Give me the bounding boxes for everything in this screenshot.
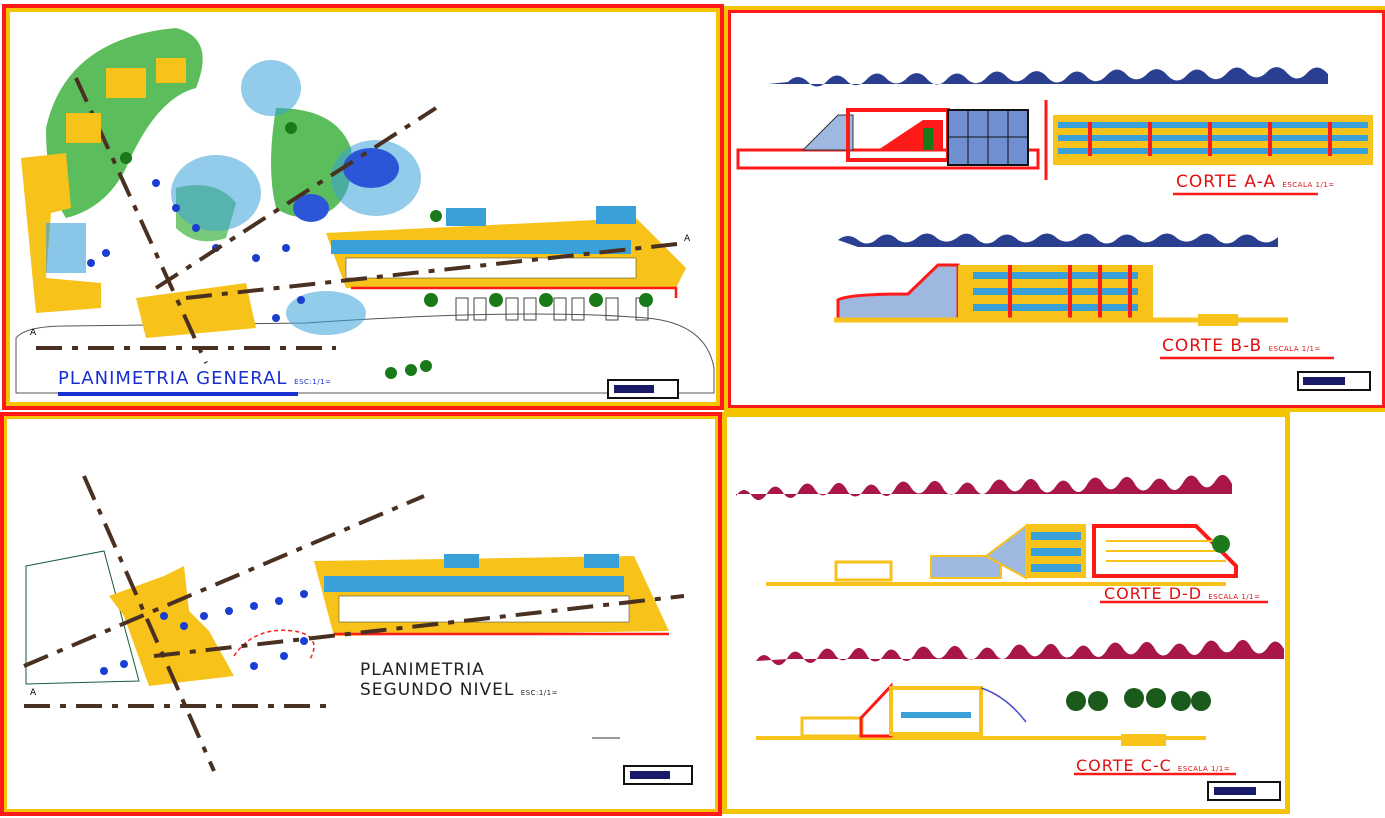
plan-second-title-line2-wrap: SEGUNDO NIVEL ESC:1/1= <box>360 680 558 703</box>
section-dd-title: CORTE D-D ESCALA 1/1= <box>1104 584 1260 603</box>
sheet-sections-ab: CORTE A-A ESCALA 1/1= CORTE B-B ESCALA 1… <box>724 6 1385 412</box>
plan-general-title-text: PLANIMETRIA GENERAL <box>58 368 288 389</box>
plan-second-drawing <box>23 475 693 785</box>
section-aa-title-text: CORTE A-A <box>1176 172 1277 192</box>
sheet-plan-general: PLANIMETRIA GENERAL ESC:1/1= A A <box>2 4 724 410</box>
section-dd-title-text: CORTE D-D <box>1104 584 1203 603</box>
plan-general-marker-a: A <box>30 328 38 338</box>
plan-general-scale: ESC:1/1= <box>294 378 332 386</box>
plan-second-marker-a: A <box>30 688 38 698</box>
plan-general-drawing <box>15 28 715 399</box>
plan-second-title: PLANIMETRIA SEGUNDO NIVEL ESC:1/1= <box>360 660 558 703</box>
sections-cd-drawing <box>736 474 1284 801</box>
section-cc-title: CORTE C-C ESCALA 1/1= <box>1076 756 1230 775</box>
section-cc-scale: ESCALA 1/1= <box>1177 765 1231 773</box>
sheet-plan-second: PLANIMETRIA SEGUNDO NIVEL ESC:1/1= A <box>0 412 722 816</box>
section-dd-scale: ESCALA 1/1= <box>1208 593 1261 601</box>
sheet-sections-cd: CORTE D-D ESCALA 1/1= CORTE C-C ESCALA 1… <box>722 412 1290 814</box>
sections-ab-drawing <box>736 67 1373 391</box>
section-bb-title: CORTE B-B ESCALA 1/1= <box>1162 336 1321 356</box>
plan-second-title-line2: SEGUNDO NIVEL <box>360 680 515 700</box>
section-cc-title-text: CORTE C-C <box>1076 756 1172 775</box>
section-bb-scale: ESCALA 1/1= <box>1268 345 1321 353</box>
plan-general-marker-a2: A <box>684 234 692 244</box>
section-aa-title: CORTE A-A ESCALA 1/1= <box>1176 172 1335 192</box>
section-bb-title-text: CORTE B-B <box>1162 336 1263 356</box>
plan-second-title-line1: PLANIMETRIA <box>360 660 485 680</box>
section-aa-scale: ESCALA 1/1= <box>1282 181 1335 189</box>
plan-second-scale: ESC:1/1= <box>520 689 558 697</box>
plan-general-title: PLANIMETRIA GENERAL ESC:1/1= <box>58 368 331 389</box>
